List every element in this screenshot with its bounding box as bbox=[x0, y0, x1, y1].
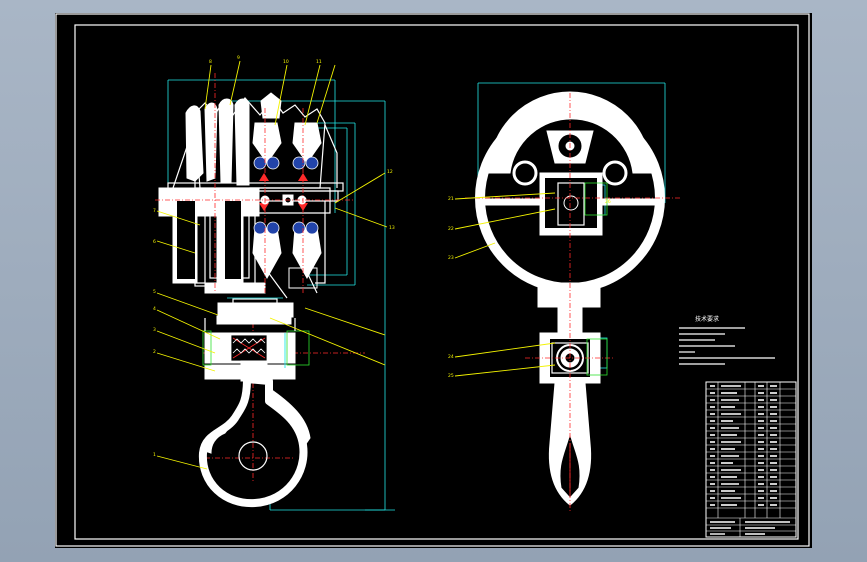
inner-frame bbox=[74, 24, 799, 540]
parts-list-entries bbox=[710, 385, 777, 506]
sheave-solid bbox=[158, 92, 282, 294]
part-label-21: 21 bbox=[448, 196, 454, 202]
tech-requirements: 技术要求 bbox=[679, 315, 775, 365]
part-label-5: 5 bbox=[153, 289, 156, 295]
tech-requirements-text bbox=[679, 327, 775, 365]
part-label-13: 13 bbox=[389, 225, 395, 231]
part-label-1: 1 bbox=[153, 452, 156, 458]
tech-requirements-title: 技术要求 bbox=[695, 315, 719, 323]
part-label-24: 24 bbox=[448, 354, 454, 360]
part-label-6: 6 bbox=[153, 239, 156, 245]
leader-lines-right bbox=[454, 192, 556, 377]
part-label-22: 22 bbox=[448, 226, 454, 232]
hook bbox=[198, 360, 311, 508]
part-label-7: 7 bbox=[153, 208, 156, 214]
front-view: 1 2 3 4 5 6 7 8 9 10 11 12 13 bbox=[153, 55, 395, 511]
title-block bbox=[706, 518, 796, 537]
part-label-25: 25 bbox=[448, 373, 454, 379]
part-label-8: 8 bbox=[209, 59, 212, 65]
part-label-4: 4 bbox=[153, 306, 156, 312]
part-label-9: 9 bbox=[237, 55, 240, 61]
leader-lines-left bbox=[156, 60, 388, 470]
title-block-entries bbox=[710, 521, 790, 535]
hook-shank-side bbox=[537, 282, 601, 384]
part-label-12: 12 bbox=[387, 169, 393, 175]
part-label-23: 23 bbox=[448, 255, 454, 261]
part-label-3: 3 bbox=[153, 327, 156, 333]
hook-assembly-drawing: 1 2 3 4 5 6 7 8 9 10 11 12 13 bbox=[55, 13, 810, 547]
side-hidden-lines bbox=[584, 182, 608, 376]
part-label-2: 2 bbox=[153, 349, 156, 355]
part-label-26: 26 bbox=[605, 199, 611, 205]
parts-list-table bbox=[705, 381, 797, 538]
cad-drawing-viewport[interactable]: 1 2 3 4 5 6 7 8 9 10 11 12 13 bbox=[55, 13, 812, 548]
bearings bbox=[249, 122, 331, 299]
side-center-lines bbox=[465, 93, 680, 513]
side-view: 21 22 23 24 25 26 bbox=[448, 82, 680, 513]
outer-frame bbox=[55, 13, 810, 547]
part-label-11: 11 bbox=[316, 59, 322, 65]
parts-list-rows bbox=[706, 388, 796, 519]
part-label-10: 10 bbox=[283, 59, 289, 65]
